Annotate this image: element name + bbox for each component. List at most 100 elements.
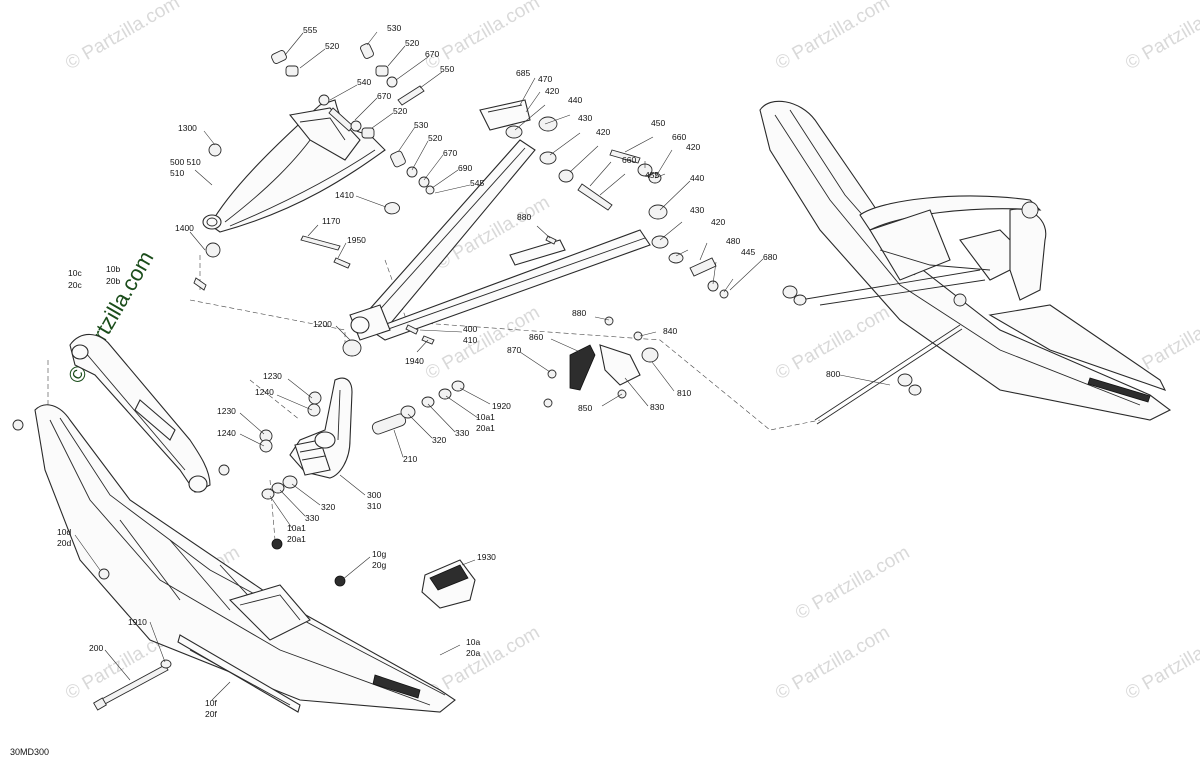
callout-label: 330 (455, 428, 469, 438)
callout-label: 500 510 (170, 157, 201, 167)
callout-label: 1230 (263, 371, 282, 381)
callout-label: 320 (432, 435, 446, 445)
steering-arm (69, 277, 230, 493)
callout-label: 10d (57, 527, 71, 537)
callout-label: 1230 (217, 406, 236, 416)
callout-label: 20a1 (476, 423, 495, 433)
callout-label: 1170 (322, 216, 341, 226)
callout-label: 20a (466, 648, 480, 658)
callout-label: 1400 (175, 223, 194, 233)
callout-labels: 555 520 530 520 670 550 540 670 520 530 … (57, 23, 840, 719)
callout-label: 10b (106, 264, 120, 274)
callout-label: 520 (428, 133, 442, 143)
callout-label: 20f (205, 709, 217, 719)
callout-label: 1200 (313, 319, 332, 329)
callout-label: 330 (305, 513, 319, 523)
callout-label: 860 (529, 332, 543, 342)
callout-label: 10a1 (287, 523, 306, 533)
assembled-suspension-view (759, 100, 1172, 425)
watermark: © Partzilla.com (1122, 0, 1200, 74)
callout-label: 1240 (217, 428, 236, 438)
callout-label: 830 (650, 402, 664, 412)
watermark: © Partzilla.com (772, 622, 893, 704)
callout-label: 20d (57, 538, 71, 548)
callout-label: 10g (372, 549, 386, 559)
callout-label: 430 (690, 205, 704, 215)
callout-label: 10c (68, 268, 82, 278)
callout-label: 310 (367, 501, 381, 511)
drawing-code: 30MD300 (10, 747, 50, 757)
watermark: © Partzilla.com (772, 0, 893, 74)
watermark: © Partzilla.com (1122, 622, 1200, 704)
callout-label: 555 (303, 25, 317, 35)
callout-label: 690 (458, 163, 472, 173)
callout-label: 1930 (477, 552, 496, 562)
leader-lines (74, 31, 891, 701)
callout-label: 10a (466, 637, 480, 647)
callout-label: 530 (387, 23, 401, 33)
callout-label: 1920 (492, 401, 511, 411)
callout-label: 10a1 (476, 412, 495, 422)
callout-label: 210 (403, 454, 417, 464)
upper-hardware (271, 43, 435, 269)
callout-label: 420 (686, 142, 700, 152)
callout-label: 545 (470, 178, 484, 188)
callout-label: 450 (651, 118, 665, 128)
callout-label: 550 (440, 64, 454, 74)
callout-label: 1240 (255, 387, 274, 397)
callout-label: 840 (663, 326, 677, 336)
callout-label: 660 (622, 155, 636, 165)
callout-label: 420 (711, 217, 725, 227)
spindle (259, 377, 465, 500)
callout-label: 670 (377, 91, 391, 101)
callout-label: 455 (645, 170, 659, 180)
callout-label: 685 (516, 68, 530, 78)
callout-label: 540 (357, 77, 371, 87)
watermark: © Partzilla.com (62, 0, 183, 74)
callout-label: 200 (89, 643, 103, 653)
upper-a-arm (202, 99, 386, 258)
callout-label: 670 (425, 49, 439, 59)
callout-label: 1910 (128, 617, 147, 627)
callout-label: 420 (545, 86, 559, 96)
callout-label: 20b (106, 276, 120, 286)
callout-label: 520 (393, 106, 407, 116)
callout-label: 520 (405, 38, 419, 48)
callout-label: 870 (507, 345, 521, 355)
watermark: © Partzilla.com (792, 542, 913, 624)
callout-label: 20g (372, 560, 386, 570)
callout-label: 660 (672, 132, 686, 142)
callout-label: 800 (826, 369, 840, 379)
callout-label: 510 (170, 168, 184, 178)
callout-label: 520 (325, 41, 339, 51)
front-ski (12, 404, 456, 713)
callout-label: 400 (463, 324, 477, 334)
stabilizer-bracket (543, 316, 659, 408)
callout-label: 1300 (178, 123, 197, 133)
callout-label: 680 (763, 252, 777, 262)
callout-label: 1410 (335, 190, 354, 200)
callout-label: 20a1 (287, 534, 306, 544)
callout-label: 420 (596, 127, 610, 137)
callout-label: 880 (572, 308, 586, 318)
callout-label: 670 (443, 148, 457, 158)
callout-label: 440 (568, 95, 582, 105)
callout-label: 430 (578, 113, 592, 123)
callout-label: 440 (690, 173, 704, 183)
callout-label: 320 (321, 502, 335, 512)
callout-label: 810 (677, 388, 691, 398)
callout-label: 20c (68, 280, 82, 290)
callout-label: 530 (414, 120, 428, 130)
ski-runner (177, 634, 301, 713)
callout-label: 300 (367, 490, 381, 500)
callout-label: 880 (517, 212, 531, 222)
callout-label: 445 (741, 247, 755, 257)
callout-label: 10f (205, 698, 217, 708)
ski-pad (421, 559, 476, 609)
callout-label: 470 (538, 74, 552, 84)
callout-label: 480 (726, 236, 740, 246)
lower-a-arm (342, 99, 729, 357)
callout-label: 1940 (405, 356, 424, 366)
callout-label: 850 (578, 403, 592, 413)
